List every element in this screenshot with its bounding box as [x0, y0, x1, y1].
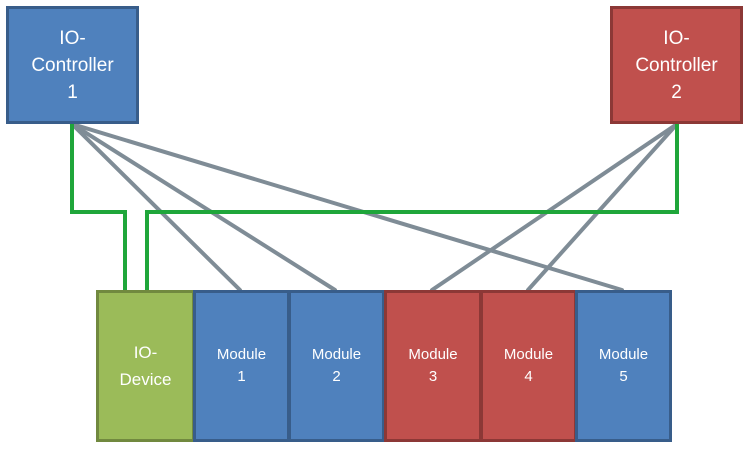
module-5-label: Module 5 — [598, 346, 649, 385]
io-controller-1-label: IO- Controller 1 — [31, 27, 114, 103]
module-4: Module 4 — [480, 290, 577, 442]
module-1: Module 1 — [193, 290, 290, 442]
link-controller2-module3 — [430, 122, 679, 292]
module-2-label: Module 2 — [311, 346, 362, 385]
module-2: Module 2 — [288, 290, 385, 442]
io-device-label: IO- Device — [119, 343, 172, 389]
module-3: Module 3 — [384, 290, 482, 442]
module-5: Module 5 — [575, 290, 672, 442]
network-link-controller1 — [70, 124, 127, 290]
io-device: IO- Device — [96, 290, 195, 442]
network-link-controller2 — [145, 124, 679, 290]
link-controller2-module4 — [526, 122, 679, 292]
module-4-label: Module 4 — [503, 346, 554, 385]
io-controller-2: IO- Controller 2 — [610, 6, 743, 124]
link-controller1-module2 — [70, 122, 337, 292]
link-controller1-module1 — [70, 122, 242, 292]
module-3-label: Module 3 — [408, 346, 458, 385]
link-controller1-module5 — [70, 122, 624, 292]
io-controller-2-label: IO- Controller 2 — [635, 27, 718, 103]
module-1-label: Module 1 — [216, 346, 267, 385]
io-controller-1: IO- Controller 1 — [6, 6, 139, 124]
